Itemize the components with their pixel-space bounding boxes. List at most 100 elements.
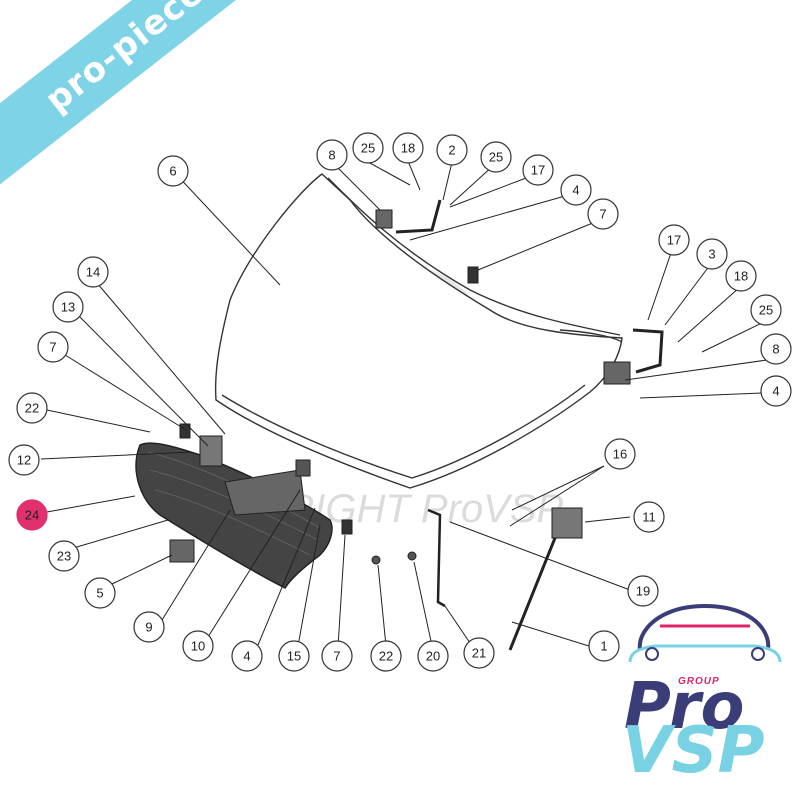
callout-19: 19: [627, 575, 659, 607]
callout-7: 7: [587, 198, 619, 230]
callout-4: 4: [560, 174, 592, 206]
callout-circle: [16, 392, 48, 424]
callout-circle: [560, 174, 592, 206]
callout-25: 25: [480, 141, 512, 173]
callout-label: 8: [772, 342, 779, 357]
callout-13: 13: [52, 291, 84, 323]
callout-circle: [417, 640, 449, 672]
callout-circle: [392, 132, 424, 164]
callout-18: 18: [725, 260, 757, 292]
callout-label: 5: [96, 586, 103, 601]
callout-circle: [133, 611, 165, 643]
callout-10: 10: [182, 630, 214, 662]
callout-label: 3: [708, 247, 715, 262]
callout-circle: [588, 630, 620, 662]
callout-15: 15: [278, 640, 310, 672]
callout-circle: [52, 291, 84, 323]
callout-17: 17: [522, 154, 554, 186]
callout-9: 9: [133, 611, 165, 643]
callout-circle: [48, 540, 80, 572]
hood-drawing: [214, 173, 623, 489]
callout-circle: [604, 438, 636, 470]
callout-label: 22: [379, 649, 393, 664]
callout-8: 8: [760, 333, 792, 365]
callout-circle: [231, 640, 263, 672]
callout-label: 18: [401, 141, 415, 156]
callout-label: 11: [642, 510, 656, 525]
callout-4: 4: [231, 640, 263, 672]
callout-label: 18: [734, 269, 748, 284]
callout-5: 5: [84, 577, 116, 609]
callout-circle: [16, 499, 48, 531]
callout-label: 7: [333, 649, 340, 664]
callout-circle: [370, 640, 402, 672]
small-parts: [169, 199, 664, 651]
callout-24: 24: [16, 499, 48, 531]
callout-circle: [522, 154, 554, 186]
leader-lines: [40, 160, 768, 648]
callout-circle: [658, 224, 690, 256]
callout-label: 16: [613, 447, 627, 462]
callout-14: 14: [77, 256, 109, 288]
callout-20: 20: [417, 640, 449, 672]
callout-circle: [37, 331, 69, 363]
callout-circle: [760, 333, 792, 365]
callout-circle: [627, 575, 659, 607]
callout-label: 23: [57, 549, 71, 564]
car-outline-icon: [628, 604, 782, 663]
callout-label: 15: [287, 649, 301, 664]
callout-circle: [278, 640, 310, 672]
callout-label: 17: [667, 233, 681, 248]
callout-circle: [696, 238, 728, 270]
callout-8: 8: [316, 139, 348, 171]
callout-label: 19: [636, 584, 650, 599]
callout-circle: [480, 141, 512, 173]
callout-22: 22: [370, 640, 402, 672]
callout-circle: [463, 637, 495, 669]
callout-21: 21: [463, 637, 495, 669]
callout-circle: [182, 630, 214, 662]
callout-label: 4: [243, 649, 250, 664]
callout-3: 3: [696, 238, 728, 270]
callout-circle: [316, 139, 348, 171]
callout-circle: [633, 501, 665, 533]
callout-12: 12: [8, 444, 40, 476]
callout-circle: [725, 260, 757, 292]
callout-label: 7: [599, 207, 606, 222]
callout-label: 4: [772, 384, 779, 399]
callout-circle: [84, 577, 116, 609]
callout-label: 25: [489, 150, 503, 165]
callout-label: 20: [426, 649, 440, 664]
callout-17: 17: [658, 224, 690, 256]
callout-23: 23: [48, 540, 80, 572]
callout-7: 7: [37, 331, 69, 363]
callout-4: 4: [760, 375, 792, 407]
callout-circle: [8, 444, 40, 476]
callout-11: 11: [633, 501, 665, 533]
callout-circle: [352, 132, 384, 164]
callout-circle: [157, 155, 189, 187]
callout-label: 4: [572, 183, 579, 198]
callout-circle: [587, 198, 619, 230]
callout-label: 25: [759, 303, 773, 318]
callout-label: 2: [448, 143, 455, 158]
callout-label: 22: [25, 401, 39, 416]
callout-label: 24: [25, 508, 39, 523]
callout-1: 1: [588, 630, 620, 662]
callout-16: 16: [604, 438, 636, 470]
logo-group-text: GROUP: [678, 676, 720, 687]
callout-label: 12: [17, 453, 31, 468]
callout-25: 25: [750, 294, 782, 326]
callout-label: 21: [472, 646, 486, 661]
callout-label: 25: [361, 141, 375, 156]
callout-label: 17: [531, 163, 545, 178]
callout-6: 6: [157, 155, 189, 187]
callout-circle: [77, 256, 109, 288]
logo-vsp-text: VSP: [622, 714, 765, 788]
callout-25: 25: [352, 132, 384, 164]
callout-label: 8: [328, 148, 335, 163]
callout-7: 7: [321, 640, 353, 672]
provsp-logo: GROUP Pro VSP: [610, 590, 790, 790]
